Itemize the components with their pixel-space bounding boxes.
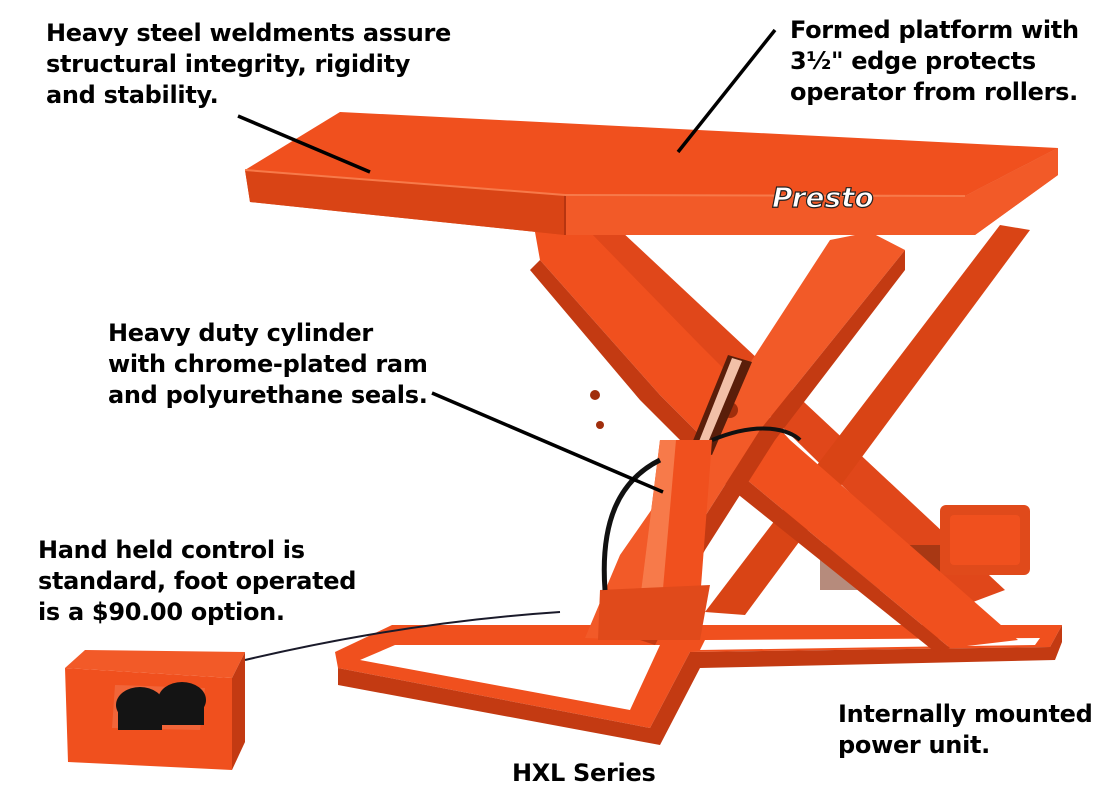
- series-label: HXL Series: [512, 758, 656, 789]
- base-frame: [335, 625, 1062, 745]
- callout-steel-weldments: Heavy steel weldments assure structural …: [46, 18, 451, 111]
- callout-line: Internally mounted: [838, 700, 1093, 728]
- callout-hand-control: Hand held control is standard, foot oper…: [38, 535, 356, 628]
- callout-line: structural integrity, rigidity: [46, 50, 411, 78]
- series-label-text: HXL Series: [512, 759, 656, 787]
- callout-line: Formed platform with: [790, 16, 1079, 44]
- callout-line: 3½" edge protects: [790, 47, 1036, 75]
- callout-line: and stability.: [46, 81, 219, 109]
- presto-logo: Presto: [771, 180, 874, 214]
- leader-lines: [237, 28, 777, 494]
- callout-power-unit: Internally mounted power unit.: [838, 699, 1093, 761]
- leader-welds: [237, 114, 371, 174]
- callout-line: power unit.: [838, 731, 990, 759]
- control-cable: [244, 611, 561, 661]
- callout-line: Heavy duty cylinder: [108, 319, 373, 347]
- hydraulic-cylinder: [598, 355, 802, 640]
- callout-formed-platform: Formed platform with 3½" edge protects o…: [790, 15, 1079, 108]
- presto-logo-text: Presto: [772, 181, 874, 214]
- callout-cylinder: Heavy duty cylinder with chrome-plated r…: [108, 318, 428, 411]
- callout-line: is a $90.00 option.: [38, 598, 285, 626]
- callout-line: Heavy steel weldments assure: [46, 19, 452, 47]
- callout-line: Hand held control is: [38, 536, 305, 564]
- callout-line: operator from rollers.: [790, 78, 1078, 106]
- leader-platform: [676, 28, 777, 154]
- foot-pedal-control: [65, 650, 245, 770]
- callout-line: standard, foot operated: [38, 567, 357, 595]
- callout-line: with chrome-plated ram: [108, 350, 428, 378]
- callout-line: and polyurethane seals.: [108, 381, 428, 409]
- leader-cylinder: [431, 391, 664, 494]
- lift-platform: [244, 112, 1058, 235]
